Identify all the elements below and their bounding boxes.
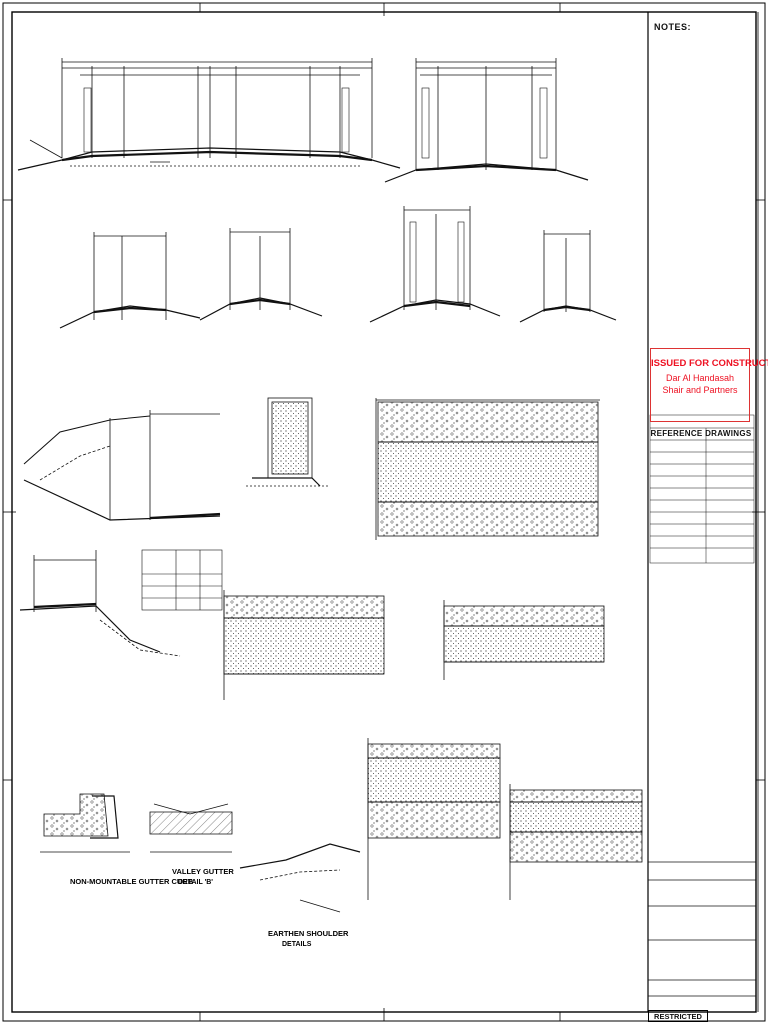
earthen-shoulder-detail (239, 843, 361, 913)
road-section-b (199, 228, 323, 321)
caption-valley-gutter: VALLEY GUTTER (172, 867, 234, 876)
pavement-detail-type-ii (223, 590, 385, 700)
slope-table (141, 549, 223, 611)
border-ticks (3, 3, 765, 1021)
notes-heading: NOTES: (654, 22, 692, 32)
title-block: NOTES: ISSUED FOR CONSTRUCTION Dar Al Ha… (648, 12, 768, 1012)
stamp-company: Dar Al Handasah (665, 373, 735, 383)
typical-fill-section (19, 550, 181, 657)
stamp-status: ISSUED FOR CONSTRUCTION (651, 358, 768, 369)
road-section-jfup-main-access (17, 58, 401, 171)
restricted-label: RESTRICTED (648, 1010, 708, 1022)
road-section-ih-wa (384, 58, 589, 183)
caption-earthen-shoulder: EARTHEN SHOULDER (268, 929, 349, 938)
issued-for-construction-stamp: ISSUED FOR CONSTRUCTION Dar Al Handasah … (650, 348, 768, 422)
caption-valley-gutter-detail: DETAIL 'B' (178, 879, 213, 886)
non-mountable-gutter-curb-detail (40, 793, 130, 853)
reference-drawings-table (649, 414, 755, 564)
road-section-a (59, 232, 201, 329)
caption-non-mountable-curb: NON-MOUNTABLE GUTTER CURB (70, 877, 194, 886)
reference-drawings-heading: REFERENCE DRAWINGS (650, 429, 752, 438)
typical-cut-section (23, 410, 221, 521)
pavement-detail-patrol-road (443, 600, 605, 680)
valley-gutter-detail (149, 803, 233, 853)
road-section-c (369, 206, 501, 323)
pavement-detail-jfup (375, 398, 600, 540)
pavement-detail-sewage-plant (509, 784, 643, 900)
caption-earthen-shoulder-details: DETAILS (282, 941, 312, 948)
non-mountable-curb-detail-a (246, 397, 330, 487)
road-section-d (519, 230, 617, 323)
bottom-title-strip (648, 861, 756, 997)
pavement-detail-rd-16 (367, 738, 501, 900)
stamp-company-2: Shair and Partners (662, 385, 738, 395)
